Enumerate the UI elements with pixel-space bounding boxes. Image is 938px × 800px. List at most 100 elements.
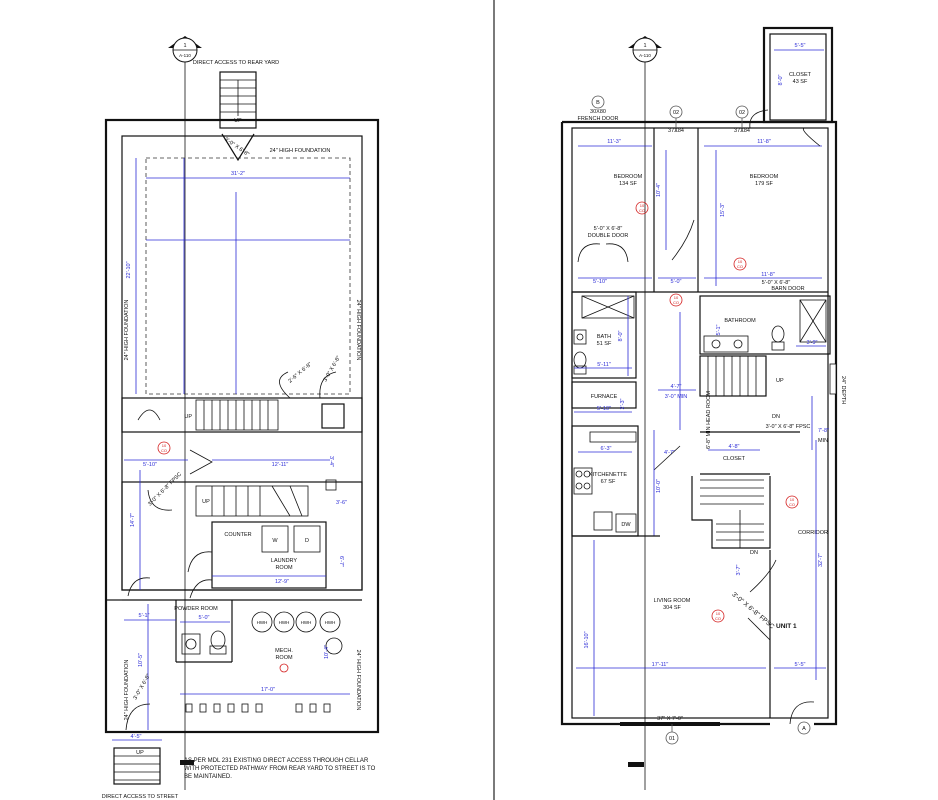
svg-text:3'-0" X 6'-8": 3'-0" X 6'-8"	[323, 355, 343, 383]
svg-text:5'-0": 5'-0"	[671, 279, 682, 285]
svg-text:A-110: A-110	[639, 53, 651, 58]
svg-text:5'-1": 5'-1"	[716, 324, 722, 335]
foundation-outline	[145, 157, 351, 395]
svg-text:CO: CO	[161, 448, 167, 453]
tag-bed2: 10 CO	[733, 257, 747, 271]
svg-text:HWH: HWH	[257, 620, 268, 625]
svg-text:11'-8": 11'-8"	[757, 139, 771, 145]
street-access-note: DIRECT ACCESS TO STREET	[102, 794, 179, 800]
double-door-label: DOUBLE DOOR	[588, 233, 629, 239]
mech-room-word: ROOM	[275, 655, 293, 661]
min-label: MIN	[818, 438, 828, 444]
dim-5-10: 5'-10"	[143, 462, 157, 468]
dim-10-4: 10'-4"	[324, 645, 330, 659]
svg-text:11'-8": 11'-8"	[761, 272, 775, 278]
unit-label: UNIT 1	[776, 623, 797, 630]
laundry-room-word: ROOM	[275, 565, 293, 571]
dishwasher: DW	[621, 522, 631, 528]
svg-text:10'-4": 10'-4"	[656, 183, 662, 197]
dim-12-11: 12'-11"	[272, 462, 289, 468]
closet-area: 43 SF	[793, 79, 808, 85]
svg-text:10'-0": 10'-0"	[656, 479, 662, 493]
svg-text:D: D	[305, 538, 309, 544]
svg-text:1: 1	[643, 43, 646, 49]
svg-text:10: 10	[716, 611, 721, 616]
floor-inner-wall	[571, 127, 829, 719]
svg-text:W: W	[272, 538, 278, 544]
side-foundation-low-left: 24" HIGH FOUNDATION	[124, 660, 130, 721]
svg-text:15'-3": 15'-3"	[720, 203, 726, 217]
svg-text:7'-8": 7'-8"	[818, 428, 829, 434]
svg-text:2'-3": 2'-3"	[620, 398, 626, 409]
svg-text:CO: CO	[715, 616, 721, 621]
fixture-box	[321, 403, 345, 429]
mech-unit	[325, 637, 343, 655]
svg-text:HWH: HWH	[279, 620, 290, 625]
mdl-note-line2: WITH PROTECTED PATHWAY FROM REAR YARD TO…	[184, 766, 376, 772]
washer	[261, 525, 289, 553]
svg-text:CO: CO	[673, 300, 679, 305]
svg-text:HWH: HWH	[301, 620, 312, 625]
stair2-up: UP	[202, 499, 210, 505]
double-door-size: 5'-0" X 6'-8"	[594, 226, 623, 232]
stair-dn-label: DN	[772, 414, 780, 420]
mid-door-c	[189, 449, 213, 475]
svg-text:3'-0" X 6'-8": 3'-0" X 6'-8"	[133, 673, 153, 701]
min-clearance: 3'-0" MIN	[665, 394, 688, 400]
svg-text:3'-7": 3'-7"	[736, 564, 742, 575]
bath1-name: BATH	[597, 334, 611, 340]
cellar-mid-stair: UP	[184, 399, 279, 431]
foundation-label: 24" HIGH FOUNDATION	[270, 148, 331, 154]
dryer	[293, 525, 321, 553]
svg-text:11'-3": 11'-3"	[607, 139, 621, 145]
cellar-plan: 1 A-110 DIRECT ACCESS TO REAR YARD UP 3'…	[102, 36, 380, 800]
laundry-room: COUNTER W D LAUNDRY ROOM 12'-9" 6'-7"	[211, 521, 344, 589]
headroom-note: 6'-8" MIN HEAD ROOM	[706, 391, 712, 449]
laundry-name: LAUNDRY	[271, 558, 298, 564]
dim-3-4: 3'-4"	[328, 456, 334, 467]
svg-text:10: 10	[674, 295, 679, 300]
svg-text:CO: CO	[639, 208, 645, 213]
kitchen-name: KITCHENETTE	[589, 472, 628, 478]
svg-text:17'-11": 17'-11"	[652, 662, 669, 668]
bath2-name: BATHROOM	[724, 318, 756, 324]
bedroom-doors	[671, 109, 821, 261]
cellar-stair-2: UP	[195, 485, 309, 517]
svg-text:5'-5": 5'-5"	[795, 43, 806, 49]
svg-text:4'-7": 4'-7"	[671, 384, 682, 390]
front-stair-up: UP	[136, 750, 144, 756]
grid-diamond	[325, 479, 337, 491]
mid-stair-up: UP	[184, 414, 192, 420]
counter-label: COUNTER	[224, 532, 251, 538]
svg-text:5'-10": 5'-10"	[597, 406, 611, 412]
tag-1: 10 CO	[157, 441, 171, 455]
bedroom2-area: 179 SF	[755, 181, 773, 187]
stair2-door: 3'-0" X 6'-8" FPSC	[147, 471, 183, 511]
dim-6-7: 6'-7"	[338, 556, 344, 567]
section-marker-right: 1 A-110	[628, 36, 662, 790]
svg-text:10: 10	[790, 497, 795, 502]
corridor-door-swing	[749, 559, 777, 593]
mdl-note-line1: AS PER MDL 231 EXISTING DIRECT ACCESS TH…	[184, 758, 369, 764]
closet-name: CLOSET	[789, 72, 812, 78]
mid-door-b: 3'-0" X 6'-8"	[319, 355, 343, 399]
svg-text:10: 10	[162, 443, 167, 448]
stair2-dn: DN	[750, 550, 758, 556]
entry-door-swing	[789, 701, 815, 725]
side-foundation-left: 24" HIGH FOUNDATION	[124, 300, 130, 361]
stair-down-2: DN	[691, 476, 771, 556]
stair-up-label-1f: UP	[776, 378, 784, 384]
tag-2	[279, 663, 289, 673]
svg-text:5'-10": 5'-10"	[593, 279, 607, 285]
svg-text:02: 02	[739, 110, 745, 116]
svg-text:4'-7": 4'-7"	[664, 450, 675, 456]
svg-text:8'-0": 8'-0"	[618, 330, 624, 341]
barn-door-label: BARN DOOR	[771, 286, 804, 292]
dim-3-6: 3'-6"	[336, 500, 347, 506]
svg-text:HWH: HWH	[325, 620, 336, 625]
dim-height: 22'-10"	[126, 261, 132, 278]
svg-text:4'-8": 4'-8"	[729, 444, 740, 450]
bedroom1-name: BEDROOM	[614, 174, 643, 180]
mid-door-a: 2'-6" X 6'-8"	[279, 362, 313, 399]
dim-17-0: 17'-0"	[261, 687, 275, 693]
